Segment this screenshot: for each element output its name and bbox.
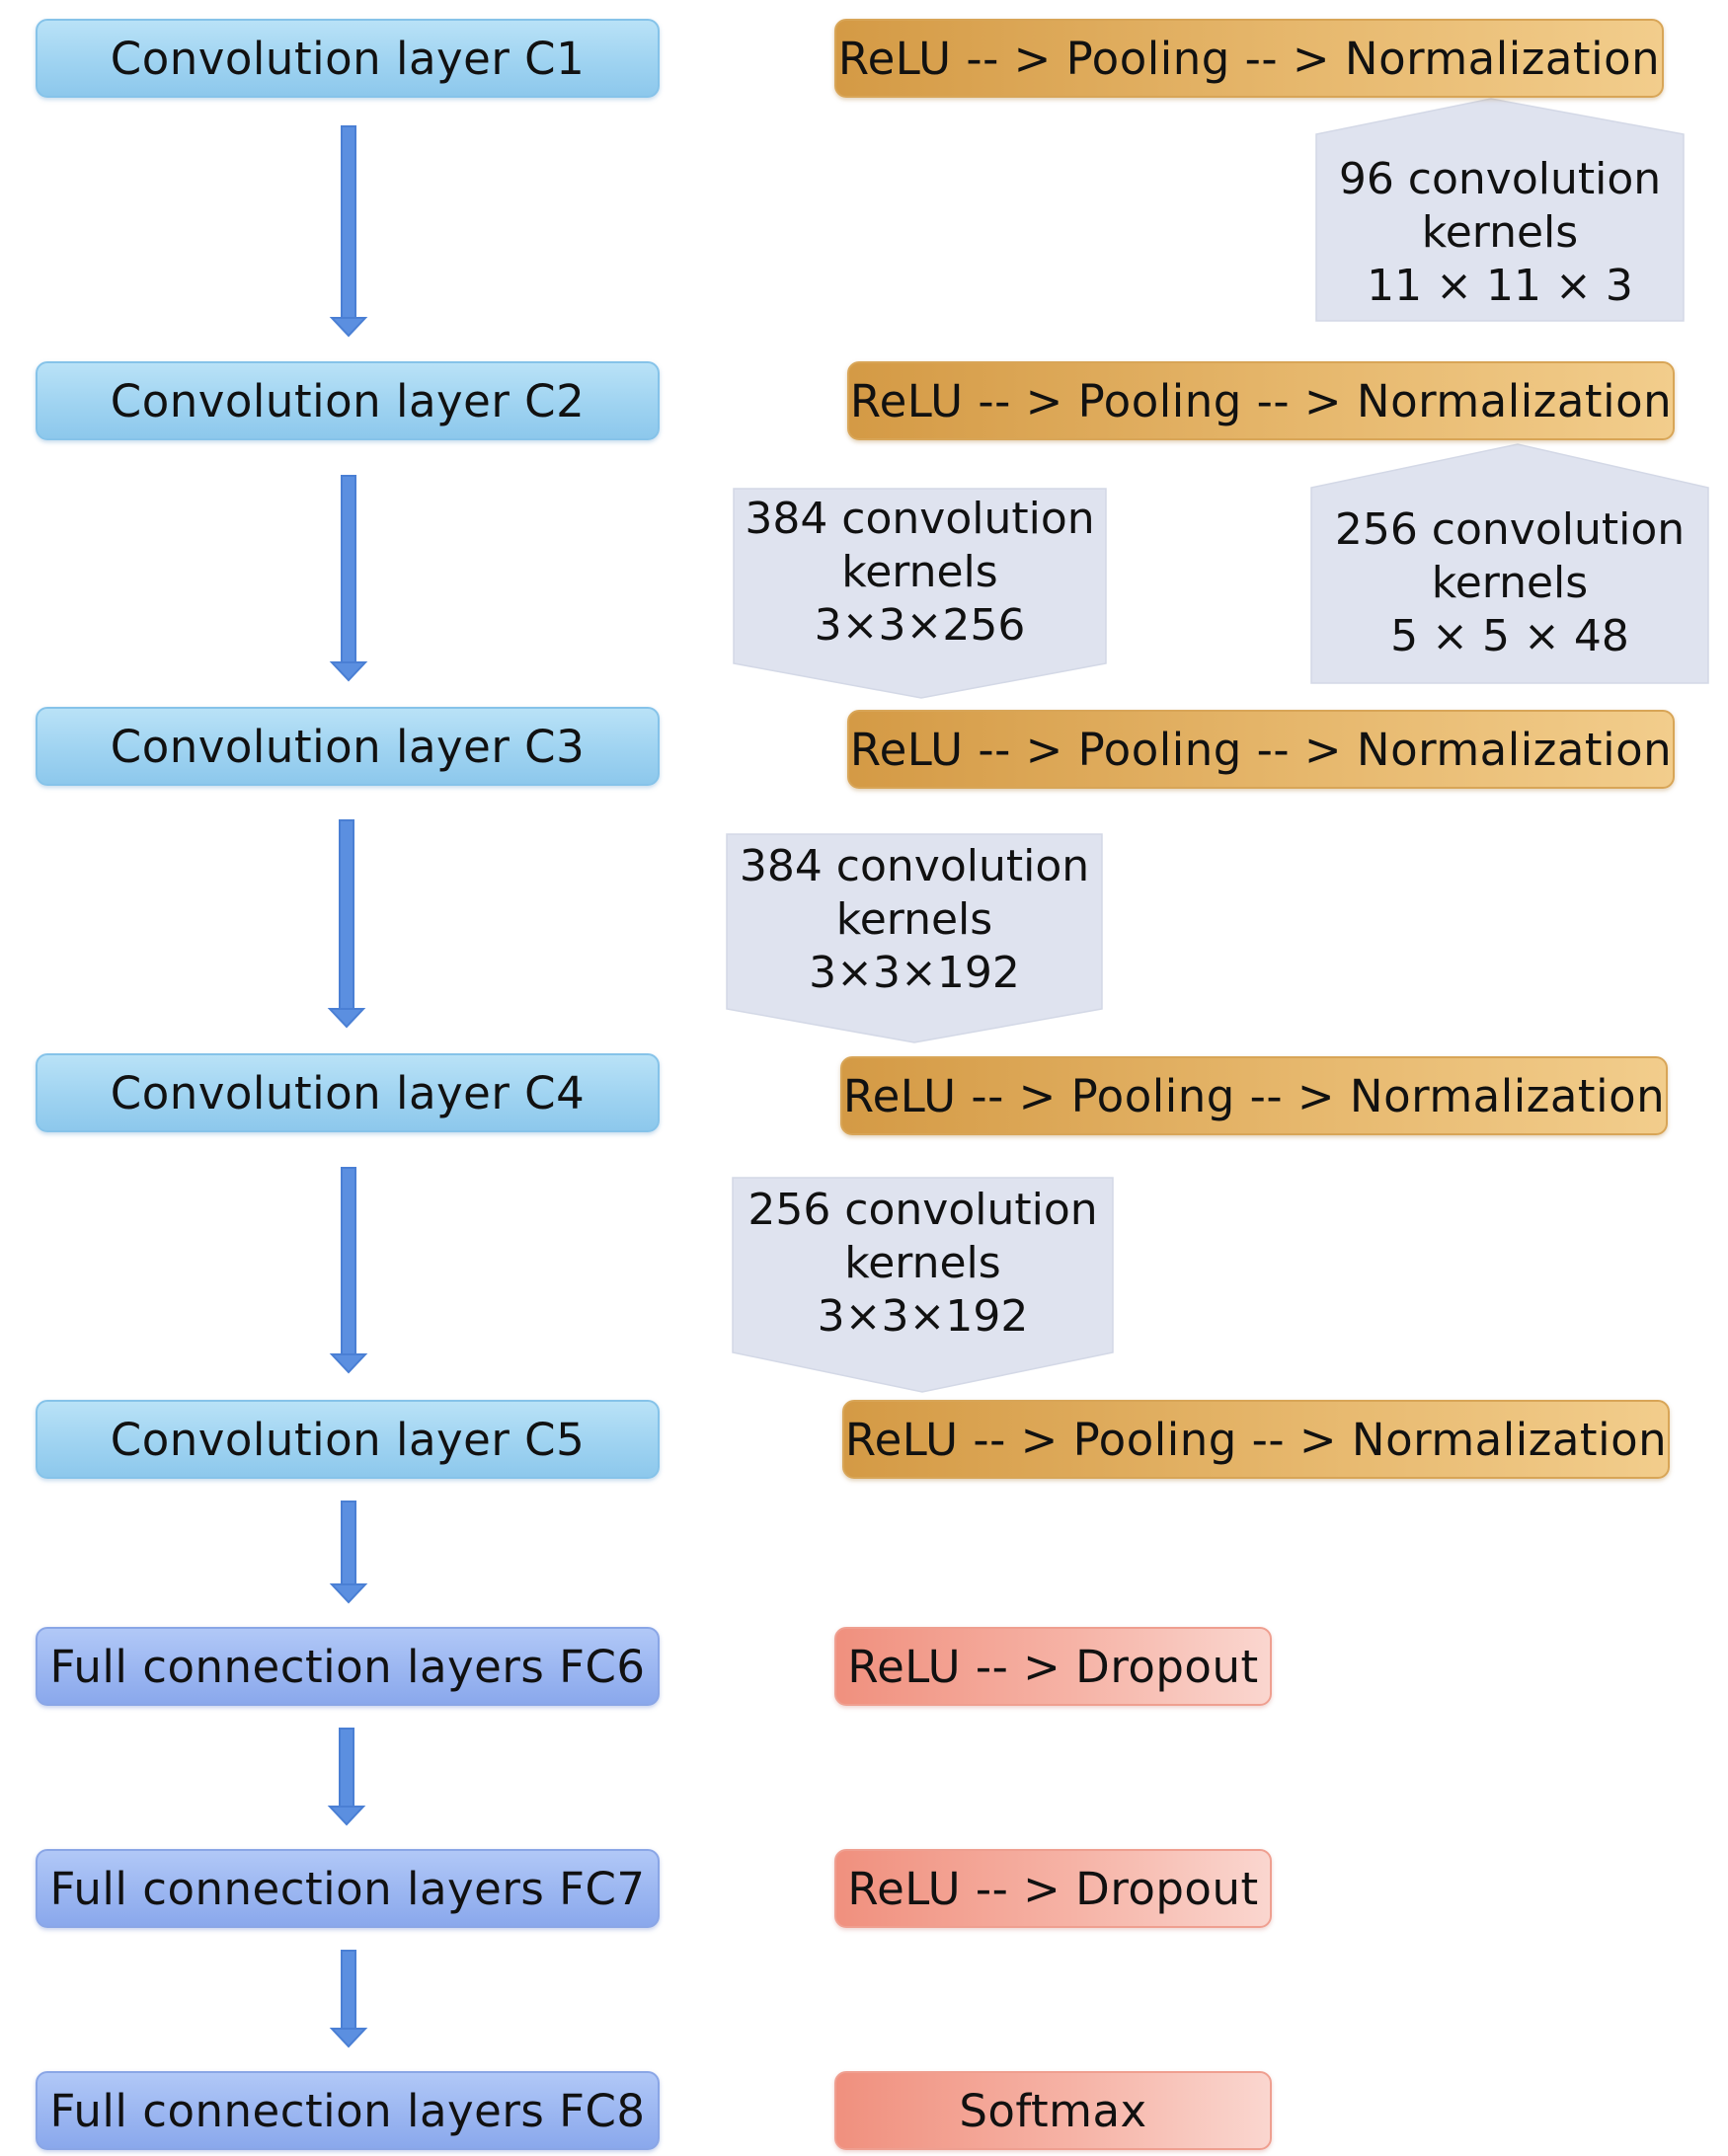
kernel-box-3: 384 convolution kernels 3×3×256: [734, 493, 1106, 653]
layer-label: Full connection layers FC8: [49, 2084, 646, 2137]
arrow-c3-c4: [327, 819, 366, 1029]
layer-label: Convolution layer C2: [110, 374, 586, 427]
arrow-fc7-fc8: [329, 1950, 368, 2048]
layer-label: Convolution layer C5: [110, 1413, 586, 1466]
kernel-word: kernels: [841, 547, 998, 597]
operation-box-c4: ReLU -- > Pooling -- > Normalization: [840, 1056, 1668, 1135]
operation-label: ReLU -- > Pooling -- > Normalization: [844, 1413, 1668, 1466]
layer-conv-c2: Convolution layer C2: [36, 361, 660, 440]
layer-conv-c5: Convolution layer C5: [36, 1400, 660, 1479]
operation-box-c3: ReLU -- > Pooling -- > Normalization: [847, 710, 1675, 789]
layer-label: Convolution layer C1: [110, 32, 586, 85]
operation-label: ReLU -- > Pooling -- > Normalization: [849, 723, 1673, 776]
operation-label: ReLU -- > Dropout: [847, 1640, 1259, 1693]
kernel-word: kernels: [844, 1238, 1001, 1288]
kernel-size: 3×3×256: [814, 600, 1026, 651]
kernel-box-5: 256 convolution kernels 3×3×192: [733, 1184, 1113, 1344]
layer-conv-c1: Convolution layer C1: [36, 19, 660, 98]
layer-conv-c3: Convolution layer C3: [36, 707, 660, 786]
operation-box-fc7: ReLU -- > Dropout: [834, 1849, 1272, 1928]
layer-label: Full connection layers FC7: [49, 1862, 646, 1915]
operation-label: ReLU -- > Pooling -- > Normalization: [849, 374, 1673, 427]
kernel-size: 3×3×192: [817, 1291, 1029, 1342]
arrow-c5-fc6: [329, 1501, 368, 1604]
kernel-box-4: 384 convolution kernels 3×3×192: [727, 840, 1102, 1000]
layer-label: Convolution layer C3: [110, 720, 586, 773]
layer-label: Full connection layers FC6: [49, 1640, 646, 1693]
operation-label: Softmax: [959, 2084, 1147, 2137]
layer-fc7: Full connection layers FC7: [36, 1849, 660, 1928]
layer-conv-c4: Convolution layer C4: [36, 1053, 660, 1132]
kernel-word: kernels: [835, 894, 993, 945]
kernel-word: kernels: [1421, 207, 1579, 258]
operation-box-c2: ReLU -- > Pooling -- > Normalization: [847, 361, 1675, 440]
arrow-c4-c5: [329, 1167, 368, 1374]
arrow-fc6-fc7: [327, 1728, 366, 1826]
operation-label: ReLU -- > Dropout: [847, 1862, 1259, 1915]
kernel-word: kernels: [1431, 558, 1589, 608]
operation-box-fc6: ReLU -- > Dropout: [834, 1627, 1272, 1706]
arrow-c1-c2: [329, 125, 368, 338]
layer-fc8: Full connection layers FC8: [36, 2071, 660, 2150]
kernel-count: 96 convolution: [1338, 154, 1662, 204]
kernel-count: 256 convolution: [747, 1185, 1098, 1235]
layer-label: Convolution layer C4: [110, 1066, 586, 1119]
kernel-size: 3×3×192: [809, 948, 1020, 998]
operation-box-c5: ReLU -- > Pooling -- > Normalization: [842, 1400, 1670, 1479]
kernel-box-1: 96 convolution kernels 11 × 11 × 3: [1316, 153, 1684, 313]
kernel-size: 5 × 5 × 48: [1390, 611, 1629, 661]
kernel-count: 384 convolution: [745, 494, 1095, 544]
kernel-count: 384 convolution: [739, 841, 1090, 891]
kernel-box-2: 256 convolution kernels 5 × 5 × 48: [1311, 503, 1708, 663]
kernel-count: 256 convolution: [1334, 504, 1686, 555]
arrow-c2-c3: [329, 475, 368, 682]
operation-label: ReLU -- > Pooling -- > Normalization: [837, 32, 1661, 85]
kernel-size: 11 × 11 × 3: [1367, 261, 1633, 311]
operation-label: ReLU -- > Pooling -- > Normalization: [842, 1069, 1666, 1122]
operation-box-c1: ReLU -- > Pooling -- > Normalization: [834, 19, 1664, 98]
layer-fc6: Full connection layers FC6: [36, 1627, 660, 1706]
operation-box-fc8: Softmax: [834, 2071, 1272, 2150]
